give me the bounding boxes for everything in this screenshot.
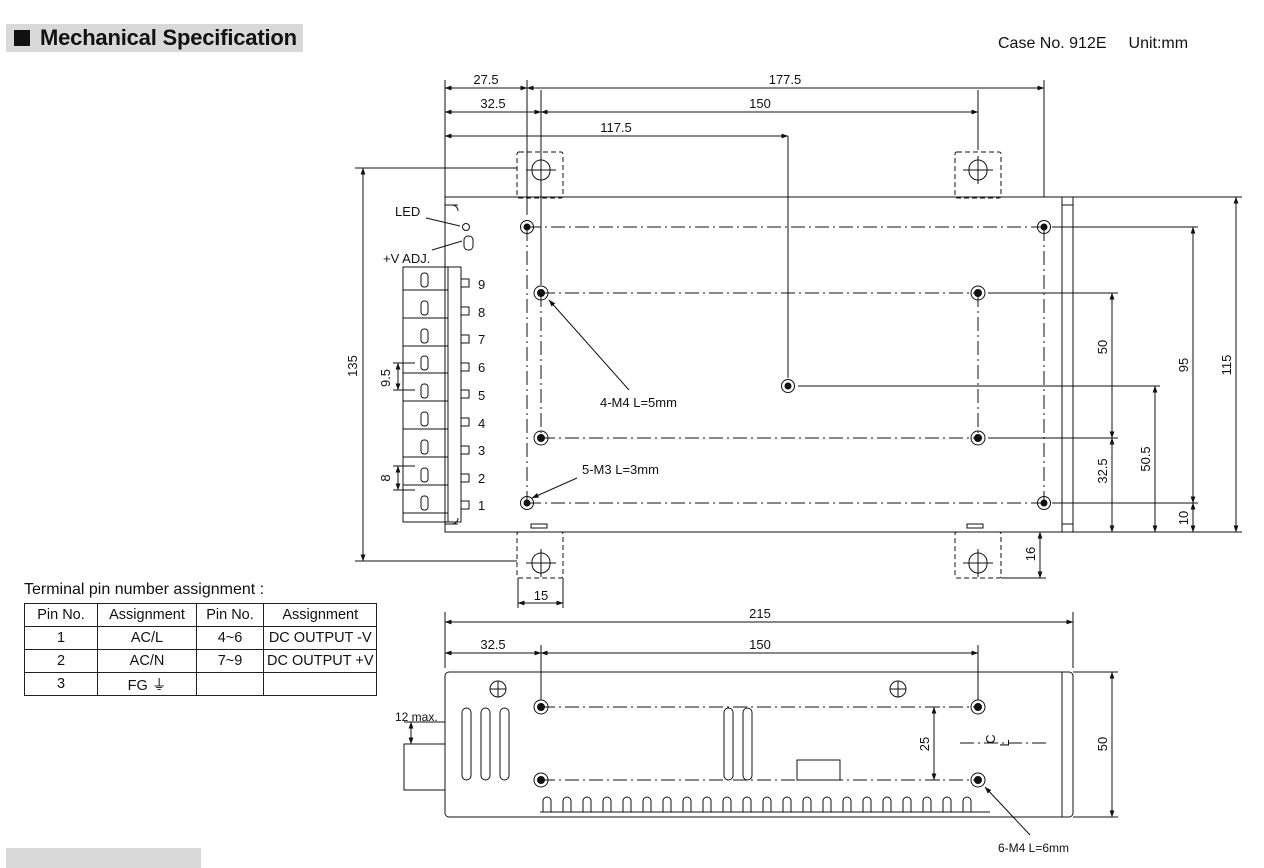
dim-27-5: 27.5 xyxy=(473,72,498,87)
vent-fin xyxy=(942,796,952,812)
pin-table-title: Terminal pin number assignment : xyxy=(24,581,265,598)
dim-9-5: 9.5 xyxy=(378,369,393,387)
side-dim-215: 215 xyxy=(749,606,771,621)
vent-fin xyxy=(762,796,772,812)
terminal-number: 1 xyxy=(478,498,485,513)
dim-15: 15 xyxy=(534,588,548,603)
dim-117-5: 117.5 xyxy=(600,120,632,135)
table-cell: 7~9 xyxy=(196,649,264,673)
vent-fin xyxy=(862,796,872,812)
table-cell: 3 xyxy=(24,672,98,696)
vent-fin xyxy=(902,796,912,812)
section-square-icon xyxy=(14,30,30,46)
terminal-number: 4 xyxy=(478,416,485,431)
table-row: 2 AC/N 7~9 DC OUTPUT +V xyxy=(24,649,378,673)
vent-fin xyxy=(682,796,692,812)
vent-fin xyxy=(782,796,792,812)
centerline-l: L xyxy=(997,739,1012,746)
terminal-numbers: 9 8 7 6 5 4 3 2 1 xyxy=(478,277,485,513)
terminal-number: 7 xyxy=(478,332,485,347)
vent-fin xyxy=(642,796,652,812)
table-cell: FG ⏚ xyxy=(97,672,197,696)
table-row: 3 FG ⏚ xyxy=(24,672,378,696)
vent-fin xyxy=(662,796,672,812)
dim-16: 16 xyxy=(1023,547,1038,561)
section-title: Mechanical Specification xyxy=(40,25,297,50)
vent-fin xyxy=(742,796,752,812)
header-cell: Assignment xyxy=(97,603,197,627)
m4-label: 4-M4 L=5mm xyxy=(600,395,677,410)
terminal-number: 3 xyxy=(478,443,485,458)
table-cell xyxy=(262,672,378,696)
header-cell: Assignment xyxy=(262,603,378,627)
dim-50-5: 50.5 xyxy=(1138,446,1153,471)
case-info: Case No. 912E Unit:mm xyxy=(998,35,1188,53)
side-dim-12max: 12 max. xyxy=(395,710,438,724)
table-cell: 2 xyxy=(24,649,98,673)
pin-assignment-table: Pin No. Assignment Pin No. Assignment 1 … xyxy=(24,603,378,696)
vent-fin xyxy=(602,796,612,812)
case-number: Case No. 912E xyxy=(998,35,1107,52)
vent-fin xyxy=(562,796,572,812)
terminal-number: 9 xyxy=(478,277,485,292)
vent-fin xyxy=(802,796,812,812)
section-header: Mechanical Specification xyxy=(6,24,303,52)
dim-32-5-vertical: 32.5 xyxy=(1095,458,1110,483)
dim-32-5: 32.5 xyxy=(480,96,505,111)
side-dim-25: 25 xyxy=(917,737,932,751)
terminal-block xyxy=(402,266,470,523)
table-cell: DC OUTPUT -V xyxy=(262,626,378,650)
table-cell: AC/L xyxy=(97,626,197,650)
table-cell: 1 xyxy=(24,626,98,650)
table-header-row: Pin No. Assignment Pin No. Assignment xyxy=(24,603,378,627)
dim-115: 115 xyxy=(1219,355,1234,376)
vent-fin xyxy=(622,796,632,812)
dim-50: 50 xyxy=(1095,340,1110,354)
dim-10: 10 xyxy=(1176,511,1191,525)
led-label: LED xyxy=(395,204,420,219)
table-cell xyxy=(196,672,264,696)
unit-label: Unit:mm xyxy=(1128,35,1189,52)
vent-fin xyxy=(822,796,832,812)
vent-fin xyxy=(722,796,732,812)
dim-177-5: 177.5 xyxy=(769,72,802,87)
terminal-number: 5 xyxy=(478,388,485,403)
dim-135: 135 xyxy=(345,355,360,377)
header-cell: Pin No. xyxy=(24,603,98,627)
table-cell: DC OUTPUT +V xyxy=(262,649,378,673)
dim-150: 150 xyxy=(749,96,771,111)
vent-fin xyxy=(702,796,712,812)
terminal-number: 6 xyxy=(478,360,485,375)
side-dim-150: 150 xyxy=(749,637,771,652)
vent-fin xyxy=(542,796,552,812)
table-cell: 4~6 xyxy=(196,626,264,650)
dim-95: 95 xyxy=(1176,358,1191,372)
table-cell: AC/N xyxy=(97,649,197,673)
m3-label: 5-M3 L=3mm xyxy=(582,462,659,477)
centerline-c: C xyxy=(983,734,998,743)
vent-fin xyxy=(842,796,852,812)
vent-fin xyxy=(582,796,592,812)
side-m4-label: 6-M4 L=6mm xyxy=(998,841,1069,855)
dim-8: 8 xyxy=(378,474,393,481)
vent-fin xyxy=(882,796,892,812)
header-cell: Pin No. xyxy=(196,603,264,627)
side-dim-50: 50 xyxy=(1095,737,1110,751)
vent-fin xyxy=(922,796,932,812)
vent-fin xyxy=(962,796,972,812)
terminal-number: 2 xyxy=(478,471,485,486)
side-dim-32-5: 32.5 xyxy=(480,637,505,652)
terminal-number: 8 xyxy=(478,305,485,320)
table-row: 1 AC/L 4~6 DC OUTPUT -V xyxy=(24,626,378,650)
vadj-label: +V ADJ. xyxy=(383,251,430,266)
